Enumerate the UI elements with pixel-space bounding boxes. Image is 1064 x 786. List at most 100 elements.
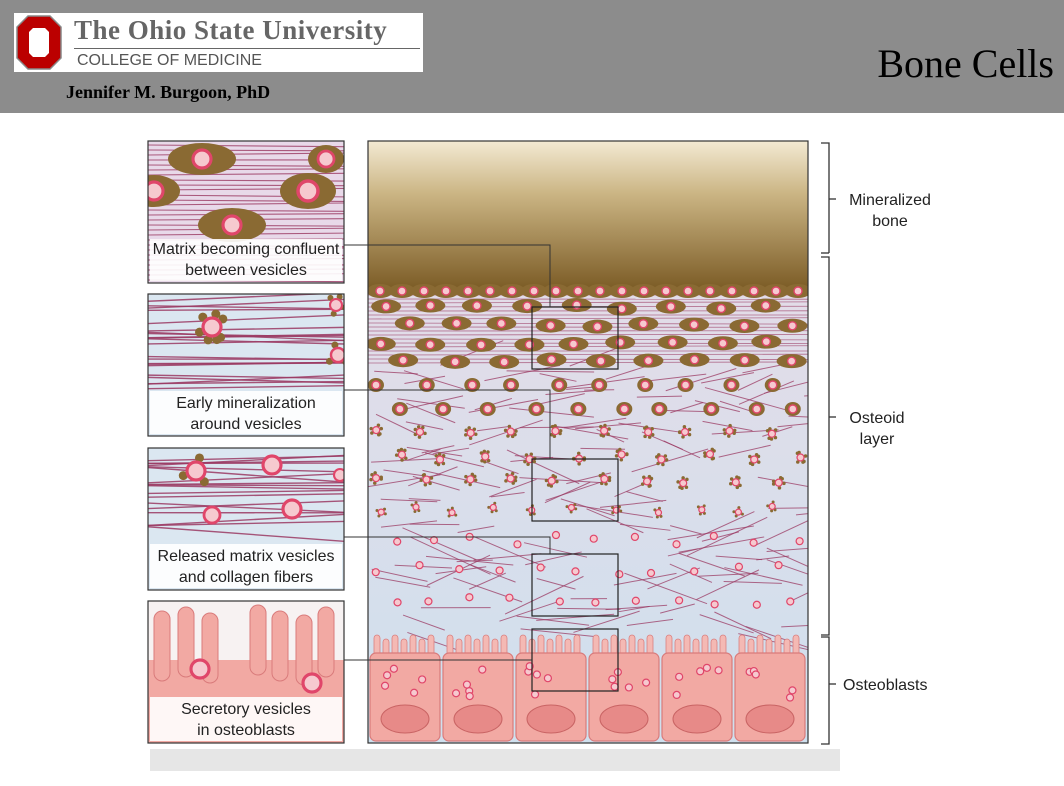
matrix-vesicle (734, 562, 744, 571)
collagen-fiber (469, 419, 543, 446)
matrix-vesicle (774, 478, 783, 487)
matrix-vesicle (674, 596, 684, 605)
mineral-crystal (565, 505, 569, 509)
matrix-vesicle (573, 404, 584, 414)
matrix-vesicle (657, 455, 666, 464)
matrix-vesicle (740, 355, 750, 365)
matrix-vesicle (638, 319, 649, 329)
mineral-crystal (681, 435, 685, 439)
matrix-vesicle (546, 354, 557, 365)
collagen-fiber (371, 568, 428, 582)
collagen-fiber (468, 534, 546, 568)
matrix-vesicle (529, 286, 539, 296)
matrix-vesicle (749, 286, 759, 296)
matrix-vesicle (316, 149, 336, 169)
matrix-vesicle (438, 404, 448, 414)
matrix-vesicle (466, 475, 475, 484)
panel-caption-4: Secretory vesicles in osteoblasts (150, 697, 342, 741)
mineral-crystal (552, 434, 557, 438)
matrix-vesicle (372, 425, 381, 435)
collagen-fiber (485, 461, 519, 475)
matrix-vesicle (617, 450, 626, 459)
mineral-crystal (416, 425, 421, 429)
collagen-fiber (718, 444, 771, 458)
collagen-fiber (407, 448, 441, 461)
matrix-vesicle (705, 286, 715, 296)
collagen-fiber (575, 422, 642, 430)
secretory-vesicle (610, 682, 619, 691)
collagen-fiber (148, 500, 344, 510)
collagen-fiber (701, 372, 755, 384)
collagen-fiber (148, 493, 344, 498)
mineral-crystal (655, 515, 659, 519)
mineral-crystal (417, 435, 422, 439)
matrix-vesicle (591, 598, 600, 607)
osteoblast-nucleus (599, 704, 649, 734)
collagen-fiber (534, 393, 585, 406)
mineral-crystal (771, 482, 776, 486)
collagen-fiber (397, 398, 465, 409)
matrix-vesicle (221, 214, 243, 236)
matrix-vesicle (185, 460, 207, 482)
collagen-fiber (368, 317, 808, 320)
collagen-fiber (678, 536, 765, 553)
matrix-vesicle (617, 304, 627, 314)
collagen-fiber (519, 477, 603, 484)
collagen-fiber (375, 413, 420, 436)
secretory-vesicle (532, 670, 542, 679)
matrix-vesicle (594, 380, 604, 390)
mineral-crystal (555, 479, 559, 484)
matrix-vesicle (646, 568, 656, 578)
collagen-fiber (489, 478, 537, 498)
matrix-vesicle (771, 286, 781, 296)
mineral-crystal (474, 432, 478, 436)
matrix-vesicle (419, 286, 429, 296)
label-mineralized-bone-line-2: bone (872, 213, 908, 230)
matrix-vesicle (768, 502, 776, 511)
mineral-crystal (468, 436, 473, 440)
mineral-crystal (470, 472, 475, 477)
secretory-vesicle (675, 672, 684, 681)
matrix-vesicle (706, 404, 717, 414)
mineral-crystal (777, 486, 782, 490)
collagen-fiber (148, 513, 344, 527)
secretory-vesicle (702, 663, 712, 672)
matrix-vesicle (482, 404, 493, 414)
collagen-fiber (148, 484, 344, 490)
collagen-fiber (380, 520, 438, 528)
osteoblast-nucleus (745, 704, 795, 734)
collagen-fiber (702, 420, 753, 432)
collagen-fiber (699, 614, 754, 634)
mineral-crystal (507, 424, 512, 429)
matrix-vesicle (499, 357, 509, 367)
label-osteoid-layer-line-2: layer (860, 431, 895, 448)
collagen-fiber (148, 308, 344, 311)
college-name: COLLEGE OF MEDICINE (77, 52, 262, 69)
mineral-crystal (619, 457, 624, 462)
mineral-crystal (737, 506, 741, 510)
leader-lines (344, 244, 551, 661)
mineral-crystal (437, 452, 442, 457)
mineral-crystal (473, 478, 478, 482)
matrix-vesicle (731, 478, 740, 487)
collagen-fiber (704, 387, 790, 412)
matrix-vesicle (551, 530, 561, 540)
matrix-vesicle (450, 357, 460, 367)
collagen-fiber (570, 503, 653, 518)
collagen-fiber (148, 338, 344, 345)
collagen-fiber (405, 421, 444, 430)
mineral-crystal (682, 425, 687, 429)
ohio-state-block-o-icon (14, 13, 64, 72)
matrix-vesicle (463, 286, 473, 296)
mineral-crystal (429, 476, 434, 480)
collagen-fiber (148, 374, 344, 385)
collagen-fiber (148, 460, 344, 465)
collagen-fiber (777, 423, 808, 428)
matrix-vesicle (375, 286, 385, 296)
mineral-crystal (601, 472, 605, 476)
collagen-fiber (148, 472, 344, 484)
panel-caption-4-line-2: in osteoblasts (197, 722, 295, 739)
osteocyte-vesicles (368, 284, 808, 609)
collagen-fiber (148, 314, 344, 325)
panel-caption-1-line-1: Matrix becoming confluent (153, 241, 340, 258)
